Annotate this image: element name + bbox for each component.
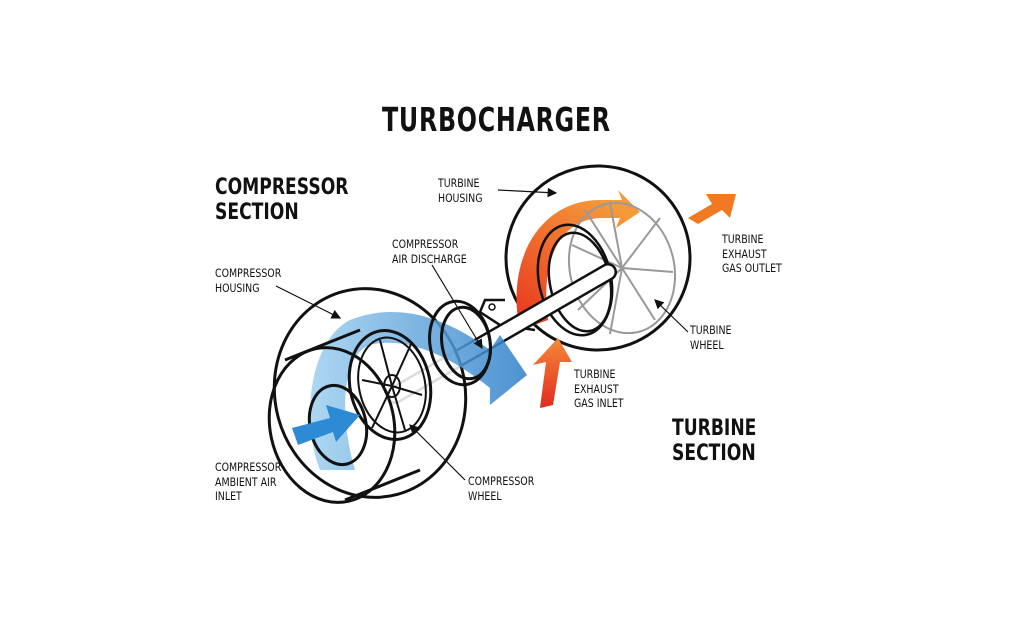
- label-compressor-wheel: COMPRESSOR WHEEL: [468, 474, 534, 503]
- label-line: TURBINE: [574, 367, 616, 381]
- label-line: GAS OUTLET: [722, 261, 782, 275]
- label-compressor-ambient-air-inlet: COMPRESSOR AMBIENT AIR INLET: [215, 460, 281, 504]
- label-turbine-exhaust-gas-inlet: TURBINE EXHAUST GAS INLET: [574, 367, 624, 411]
- label-compressor-housing: COMPRESSOR HOUSING: [215, 266, 281, 295]
- heading-line: COMPRESSOR: [215, 175, 349, 200]
- compressor-housing: [272, 287, 468, 499]
- label-line: WHEEL: [468, 488, 502, 503]
- label-line: COMPRESSOR: [215, 266, 282, 280]
- label-line: EXHAUST: [574, 381, 619, 396]
- compressor-section-heading: COMPRESSOR SECTION: [215, 175, 349, 225]
- leader-lines: [275, 187, 689, 481]
- exhaust-gas-inlet-arrow: [533, 338, 572, 408]
- label-line: INLET: [215, 489, 242, 503]
- label-compressor-air-discharge: COMPRESSOR AIR DISCHARGE: [392, 237, 467, 266]
- label-line: HOUSING: [438, 190, 483, 205]
- compressor-wheel: [347, 329, 433, 441]
- turbine-section-heading: TURBINE SECTION: [672, 416, 756, 466]
- label-turbine-exhaust-gas-outlet: TURBINE EXHAUST GAS OUTLET: [722, 232, 782, 276]
- label-line: GAS INLET: [574, 396, 624, 410]
- label-line: HOUSING: [215, 280, 260, 295]
- label-line: TURBINE: [438, 176, 480, 190]
- ambient-air-inlet-arrow: [292, 405, 360, 445]
- heading-line: SECTION: [672, 441, 756, 466]
- label-line: TURBINE: [690, 323, 732, 337]
- compressor-discharge-ring: [428, 299, 492, 387]
- label-line: COMPRESSOR: [215, 460, 282, 474]
- label-turbine-wheel: TURBINE WHEEL: [690, 323, 731, 352]
- turbine-gas-flow: [516, 190, 640, 330]
- compressor-inlet-cylinder: [267, 328, 421, 504]
- label-line: EXHAUST: [722, 246, 767, 261]
- label-line: COMPRESSOR: [468, 474, 535, 488]
- diagram-title: TURBOCHARGER: [382, 100, 611, 139]
- label-turbine-housing: TURBINE HOUSING: [438, 176, 483, 205]
- heading-line: SECTION: [215, 200, 299, 225]
- label-line: AMBIENT AIR: [215, 474, 277, 489]
- exhaust-gas-outlet-arrow: [688, 194, 736, 224]
- label-line: TURBINE: [722, 232, 764, 246]
- compressor-air-flow: [310, 311, 527, 470]
- label-line: COMPRESSOR: [392, 237, 459, 251]
- heading-line: TURBINE: [672, 416, 757, 441]
- label-line: WHEEL: [690, 337, 724, 352]
- label-line: AIR DISCHARGE: [392, 251, 467, 266]
